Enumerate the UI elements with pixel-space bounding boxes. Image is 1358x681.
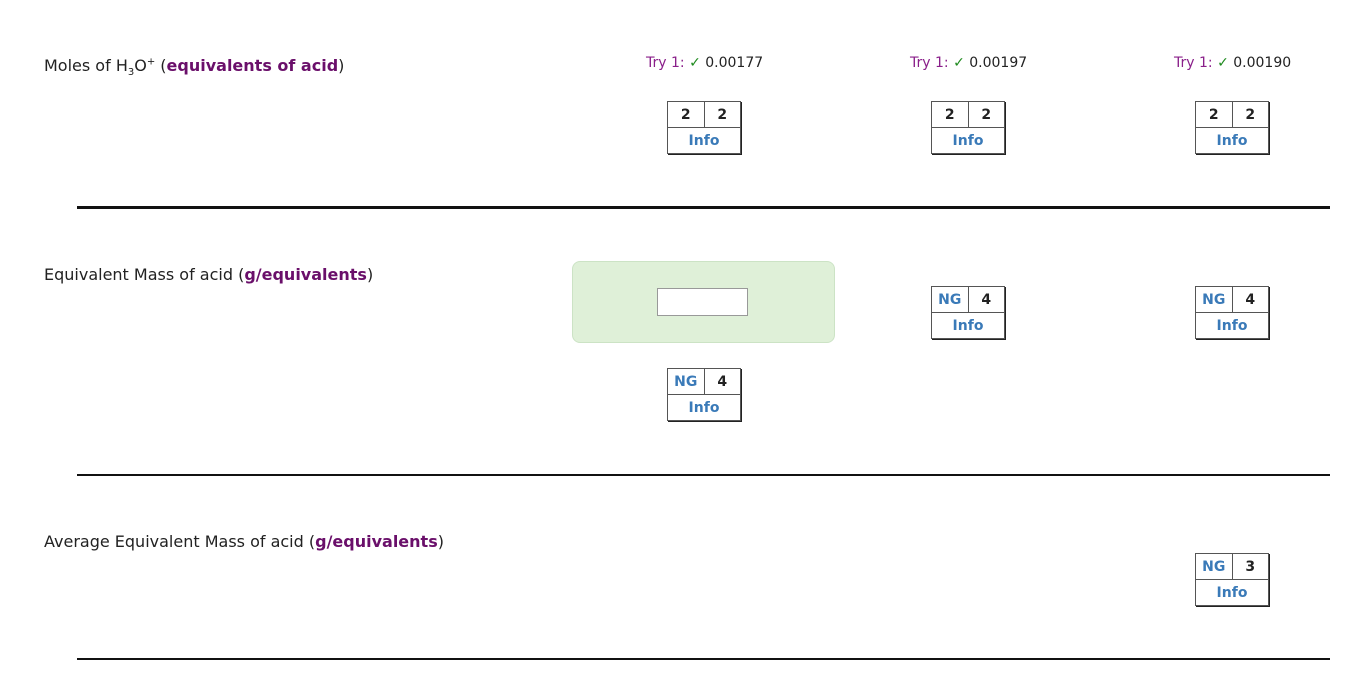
row-label-equivalent-mass: Equivalent Mass of acid (g/equivalents): [44, 265, 373, 284]
info-link[interactable]: Info: [952, 132, 984, 149]
row-divider: [77, 474, 1330, 476]
max-tries-cell: 2: [703, 102, 741, 127]
try-label: Try 1:: [646, 55, 685, 71]
label-text: Average Equivalent Mass of acid (: [44, 532, 316, 551]
label-superscript: +: [146, 56, 156, 68]
row-label-moles-h3o: Moles of H3O+ (equivalents of acid): [44, 56, 344, 78]
try-result-2: Try 1: ✓ 0.00197: [910, 55, 1027, 71]
info-link[interactable]: Info: [952, 317, 984, 334]
max-tries-cell: 2: [1231, 102, 1269, 127]
max-tries-cell: 3: [1231, 554, 1269, 579]
label-unit: g/equivalents: [315, 532, 438, 551]
label-text: O: [134, 56, 147, 75]
label-text: ): [338, 56, 345, 75]
row-label-average-equivalent-mass: Average Equivalent Mass of acid (g/equiv…: [44, 532, 444, 551]
status-cell: NG: [674, 373, 698, 390]
label-unit: equivalents of acid: [166, 56, 339, 75]
label-subscript: 3: [127, 67, 135, 79]
tries-cell: 2: [944, 106, 955, 123]
status-cell: NG: [1202, 291, 1226, 308]
info-link[interactable]: Info: [1216, 132, 1248, 149]
try-value: 0.00177: [705, 55, 764, 71]
max-tries-cell: 4: [1231, 287, 1269, 312]
row-divider: [77, 206, 1330, 209]
label-text: Moles of H: [44, 56, 128, 75]
try-value: 0.00190: [1233, 55, 1292, 71]
info-link[interactable]: Info: [688, 399, 720, 416]
label-text: Equivalent Mass of acid (: [44, 265, 245, 284]
tries-cell: 2: [1208, 106, 1219, 123]
try-label: Try 1:: [910, 55, 949, 71]
info-link[interactable]: Info: [688, 132, 720, 149]
label-text: (: [155, 56, 167, 75]
label-text: ): [366, 265, 374, 284]
info-link[interactable]: Info: [1216, 317, 1248, 334]
score-box: NG 4 Info: [1195, 286, 1269, 339]
max-tries-cell: 4: [967, 287, 1005, 312]
answer-panel: [572, 261, 835, 343]
score-box: NG 3 Info: [1195, 553, 1269, 606]
status-cell: NG: [1202, 558, 1226, 575]
max-tries-cell: 2: [967, 102, 1005, 127]
try-result-1: Try 1: ✓ 0.00177: [646, 55, 763, 71]
score-box: NG 4 Info: [667, 368, 741, 421]
try-label: Try 1:: [1174, 55, 1213, 71]
row-divider: [77, 658, 1330, 660]
try-value: 0.00197: [969, 55, 1028, 71]
label-text: ): [437, 532, 444, 551]
check-icon: ✓: [1217, 55, 1229, 71]
max-tries-cell: 4: [703, 369, 741, 394]
try-result-3: Try 1: ✓ 0.00190: [1174, 55, 1291, 71]
info-link[interactable]: Info: [1216, 584, 1248, 601]
status-cell: NG: [938, 291, 962, 308]
label-unit: g/equivalents: [244, 265, 367, 284]
score-box: NG 4 Info: [931, 286, 1005, 339]
check-icon: ✓: [689, 55, 701, 71]
tries-cell: 2: [680, 106, 691, 123]
answer-input[interactable]: [657, 288, 748, 316]
check-icon: ✓: [953, 55, 965, 71]
